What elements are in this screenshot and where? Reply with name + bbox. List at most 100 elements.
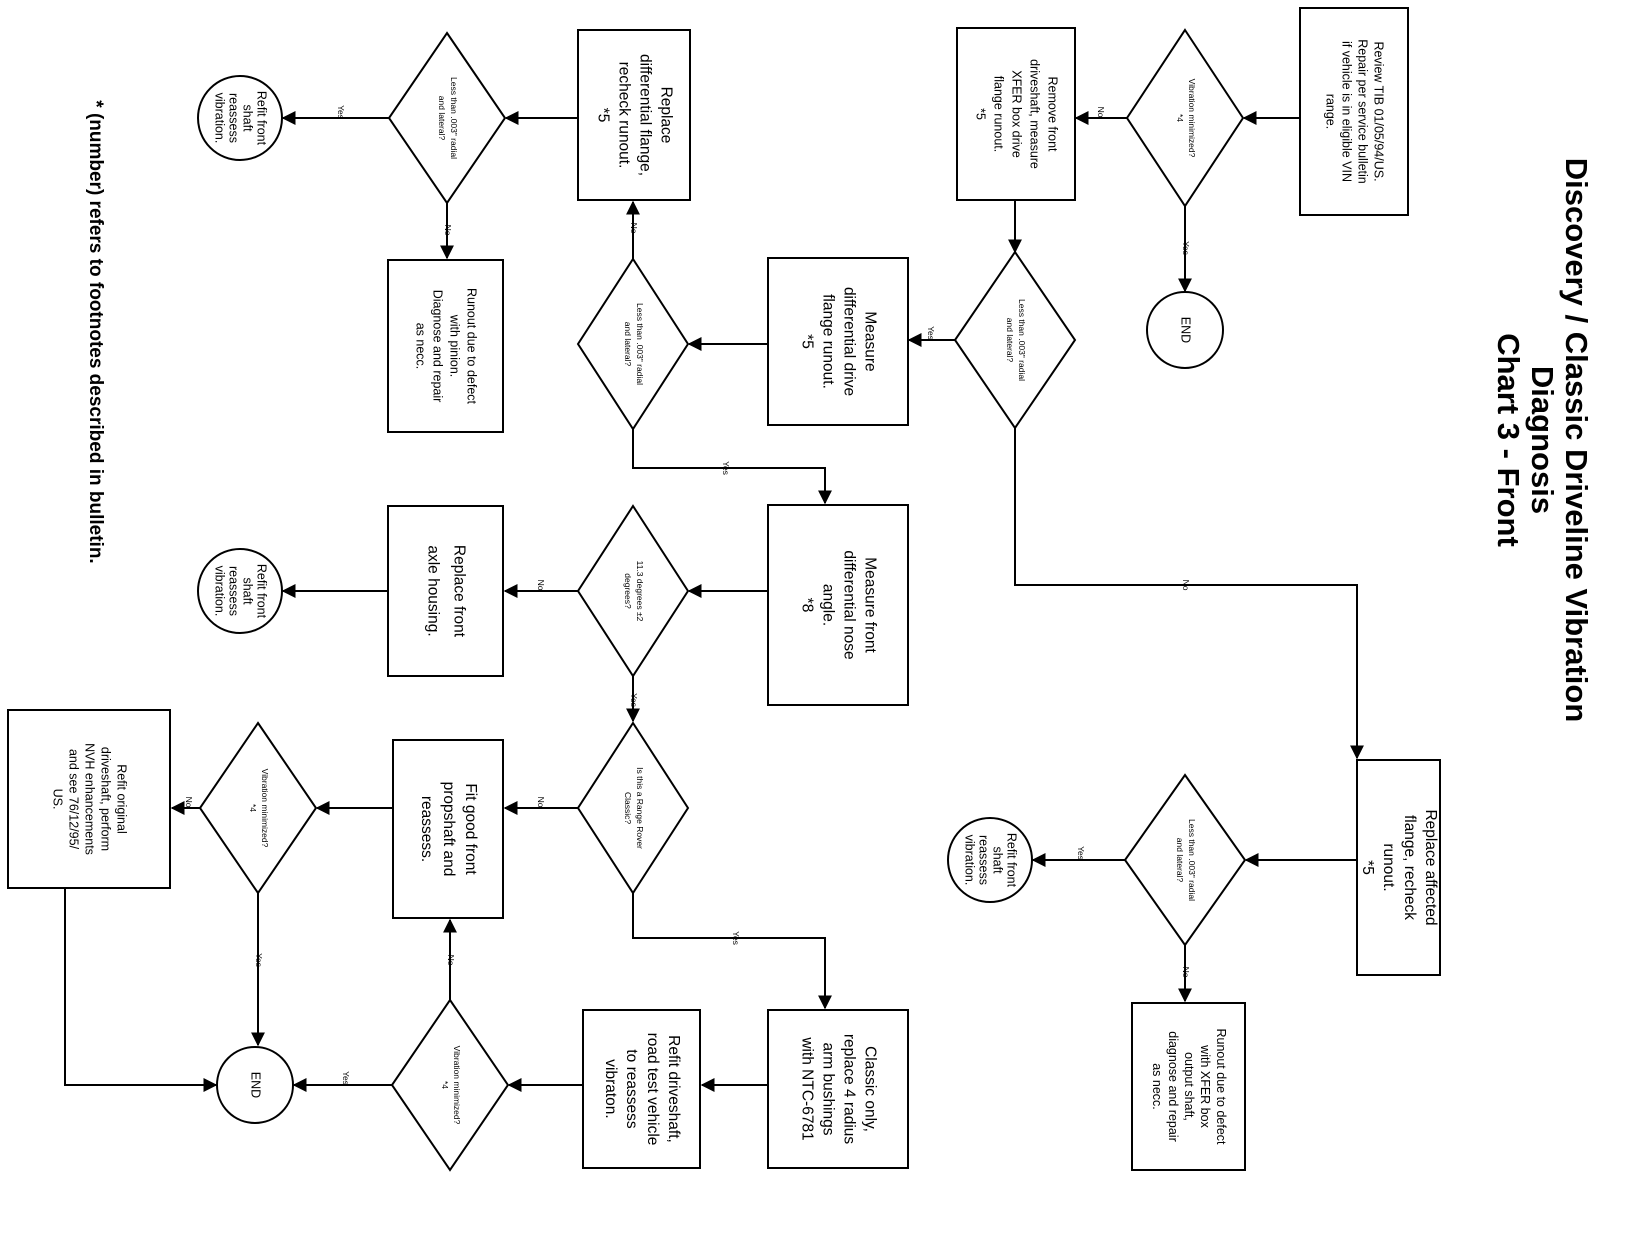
- process-text-measure-diff-flange-line: *5: [798, 334, 815, 349]
- decision-text-runout-check-4-line: and lateral?: [1175, 838, 1185, 883]
- process-text-runout-pinion-line: as necc.: [414, 323, 428, 370]
- edge-label-no: No: [1181, 967, 1191, 978]
- process-text-runout-pinion-line: Diagnose and repair: [431, 290, 445, 403]
- process-text-measure-nose-angle-line: angle.: [819, 584, 836, 626]
- process-text-runout-xfer-line: output shaft,: [1182, 1052, 1196, 1121]
- edge-label-yes: Yes: [1181, 241, 1191, 255]
- process-text-measure-diff-flange-line: Measure: [861, 311, 878, 371]
- process-text-remove-front-driveshaft-line: Remove front: [1046, 76, 1060, 152]
- decision-text-runout-check-3-line: and lateral?: [437, 96, 447, 141]
- chart-title-line: Chart 3 - Front: [1491, 333, 1526, 547]
- process-text-classic-only-line: Classic only,: [861, 1046, 878, 1132]
- process-text-measure-nose-angle-line: Measure front: [861, 557, 878, 653]
- process-box-runout-xfer: [1131, 1002, 1246, 1171]
- decision-text-runout-check-1-line: Less than .003" radial: [1017, 299, 1027, 381]
- process-text-replace-diff-flange-line: *5: [594, 108, 611, 123]
- decision-text-runout-check-2-line: Less than .003" radial: [635, 303, 645, 385]
- process-text-replace-axle-housing-line: Replace front: [450, 545, 467, 638]
- terminal-text-end-1-line: END: [1179, 317, 1193, 343]
- process-text-runout-xfer-line: Runout due to defect: [1214, 1028, 1228, 1145]
- edge-label-yes: Yes: [721, 461, 731, 475]
- process-text-replace-diff-flange-line: Replace: [657, 87, 674, 144]
- process-text-refit-road-test-line: road test vehicle: [644, 1033, 661, 1146]
- terminal-circle-refit-front-shaft-1: [197, 75, 283, 161]
- process-text-remove-front-driveshaft: Remove front driveshaft, measure XFER box …: [974, 59, 1060, 169]
- process-box-refit-original: [7, 709, 171, 889]
- decision-text-runout-check-3-line: Less than .003" radial: [449, 77, 459, 159]
- edge-label-yes: Yes: [629, 693, 639, 707]
- process-text-refit-original-line: Refit original: [115, 764, 129, 833]
- edge-label-no: No: [184, 797, 194, 808]
- flowchart-texts: Discovery / Classic Driveline Vibration D…: [51, 39, 1594, 1145]
- process-text-refit-original-line: and see 76/12/95/: [67, 749, 81, 850]
- decision-text-vibration-minimized-1-line: *4: [1175, 114, 1185, 122]
- terminal-circle-refit-front-shaft-2: [197, 548, 283, 634]
- process-text-remove-front-driveshaft-line: XFER box drive: [1010, 70, 1024, 158]
- terminal-text-refit-front-shaft-1-line: vibration.: [213, 93, 227, 144]
- process-text-refit-road-test-line: to reassess: [623, 1049, 640, 1129]
- decision-text-vibration-minimized-1-line: Vibration minimized?: [1187, 79, 1197, 158]
- edge-rangerover-yes-classic: [632, 893, 832, 1010]
- process-text-replace-affected-flange-line: *5: [1359, 860, 1376, 875]
- decision-text-vibration-minimized-3: Vibration minimized?*4: [440, 1046, 462, 1125]
- edge-label-no: No: [536, 797, 546, 808]
- process-text-measure-diff-flange-line: differential drive: [840, 287, 857, 396]
- terminal-circle-refit-front-shaft-3: [947, 817, 1033, 903]
- chart-title-line: Discovery / Classic Driveline Vibration: [1559, 158, 1594, 723]
- process-text-runout-xfer-line: as necc.: [1150, 1063, 1164, 1110]
- edge-label-yes: Yes: [336, 105, 346, 119]
- process-text-remove-front-driveshaft-line: *5: [974, 108, 988, 120]
- process-text-refit-original-line: driveshaft, perform: [99, 747, 113, 851]
- process-box-replace-affected-flange: [1356, 759, 1441, 976]
- process-text-remove-front-driveshaft-line: driveshaft, measure: [1028, 59, 1042, 169]
- terminal-circle-end-1: [1146, 291, 1224, 369]
- decision-text-vibration-minimized-2-line: *4: [248, 804, 258, 812]
- decision-diamond-vibration-minimized-2: [198, 721, 318, 895]
- process-box-review-tib: [1299, 7, 1409, 216]
- edge-label-no: No: [1181, 580, 1191, 591]
- process-box-refit-road-test: [582, 1009, 701, 1169]
- terminal-text-refit-front-shaft-1-line: reassess: [227, 93, 241, 143]
- decision-text-angle-check-line: 11.3 degrees ±2: [635, 561, 645, 622]
- terminal-text-refit-front-shaft-3-line: shaft: [991, 846, 1005, 874]
- decision-diamond-runout-check-3: [387, 31, 507, 205]
- process-text-replace-diff-flange-line: differential flange,: [636, 54, 653, 176]
- process-text-fit-good-propshaft-line: Fit good front: [462, 783, 479, 875]
- process-box-fit-good-propshaft: [392, 739, 504, 919]
- decision-text-angle-check-line: degrees?: [623, 573, 633, 609]
- process-text-review-tib-line: range.: [1324, 94, 1338, 129]
- process-text-replace-affected-flange-line: Replace affected: [1422, 809, 1439, 925]
- terminal-text-end-2-line: END: [249, 1072, 263, 1098]
- decision-text-vibration-minimized-1: Vibration minimized?*4: [1175, 79, 1197, 158]
- process-text-runout-pinion-line: with pinion.: [448, 314, 462, 378]
- process-text-replace-axle-housing-line: axle housing.: [424, 545, 441, 636]
- decision-text-vibration-minimized-3-line: Vibration minimized?: [452, 1046, 462, 1125]
- process-text-measure-nose-angle-line: *8: [798, 598, 815, 613]
- terminal-text-end-2: END: [249, 1072, 263, 1098]
- terminal-text-refit-front-shaft-2-line: shaft: [241, 577, 255, 605]
- decision-diamond-runout-check-2: [576, 257, 690, 431]
- flowchart-edges: [64, 111, 1364, 1092]
- process-text-measure-diff-flange-line: flange runout.: [819, 294, 836, 389]
- edge-label-yes: Yes: [341, 1071, 351, 1085]
- process-text-runout-xfer-line: with XFER box: [1198, 1044, 1212, 1128]
- process-text-replace-affected-flange-line: runout.: [1380, 843, 1397, 891]
- footnote: * (number) refers to footnotes described…: [85, 100, 106, 563]
- edge-runout1-no-replace-affected: [1014, 428, 1364, 760]
- terminal-text-refit-front-shaft-1-line: shaft: [241, 104, 255, 132]
